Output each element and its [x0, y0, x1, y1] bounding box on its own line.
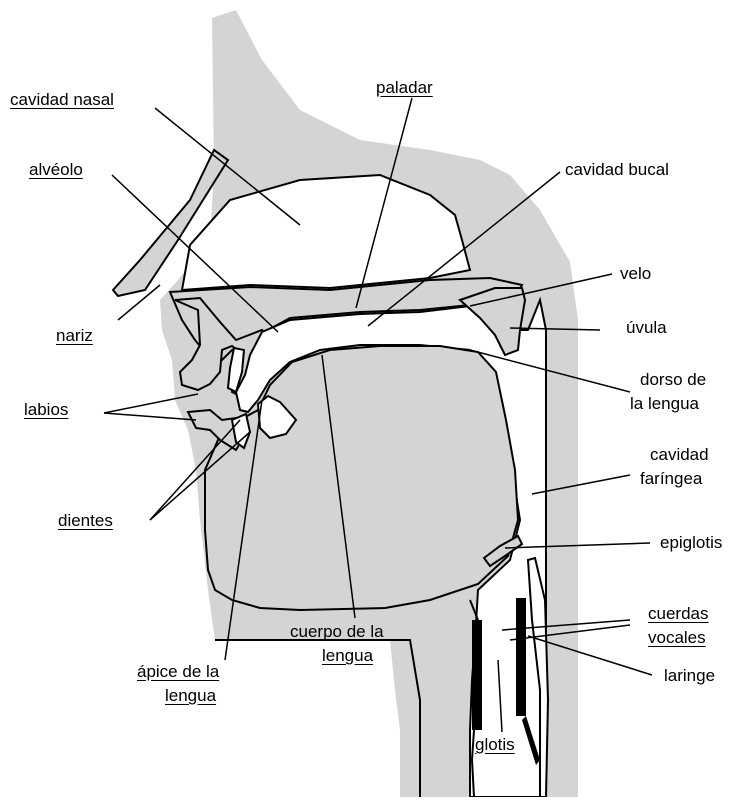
label-dientes: dientes — [58, 511, 113, 531]
label-velo: velo — [620, 264, 651, 284]
label-cavidad-bucal: cavidad bucal — [565, 160, 669, 180]
label-apice-line1: ápice de la — [137, 662, 219, 682]
label-apice-line2: lengua — [165, 686, 216, 706]
label-uvula: úvula — [626, 318, 667, 338]
label-cavidad-faringea-line2: faríngea — [640, 469, 702, 489]
label-paladar: paladar — [376, 78, 433, 98]
vocal-fold-left — [472, 620, 482, 730]
label-laringe: laringe — [664, 666, 715, 686]
label-labios: labios — [24, 400, 68, 420]
neck-front-outline — [215, 640, 420, 797]
label-dorso-line2: la lengua — [630, 394, 699, 414]
label-dorso-line1: dorso de — [640, 370, 706, 390]
label-glotis: glotis — [475, 735, 515, 755]
label-cuerpo-line1: cuerpo de la — [290, 622, 384, 642]
label-cavidad-faringea-line1: cavidad — [650, 445, 709, 465]
vocal-fold-right — [516, 598, 526, 716]
label-cuerdas-line2: vocales — [648, 628, 706, 648]
label-epiglotis: epiglotis — [660, 533, 722, 553]
label-nariz: nariz — [56, 326, 93, 346]
label-cuerdas-line1: cuerdas — [648, 604, 708, 624]
label-cuerpo-line2: lengua — [322, 646, 373, 666]
label-cavidad-nasal: cavidad nasal — [10, 90, 114, 110]
label-alveolo: alvéolo — [29, 160, 83, 180]
